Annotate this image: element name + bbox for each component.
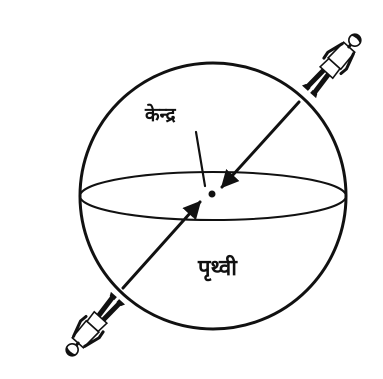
center-label: केन्द्र	[144, 103, 176, 126]
earth-label: पृथ्वी	[197, 254, 238, 282]
person-bottom-icon	[58, 290, 127, 362]
person-top-icon	[300, 28, 369, 100]
center-point	[209, 191, 216, 198]
center-leader-line	[196, 132, 205, 186]
